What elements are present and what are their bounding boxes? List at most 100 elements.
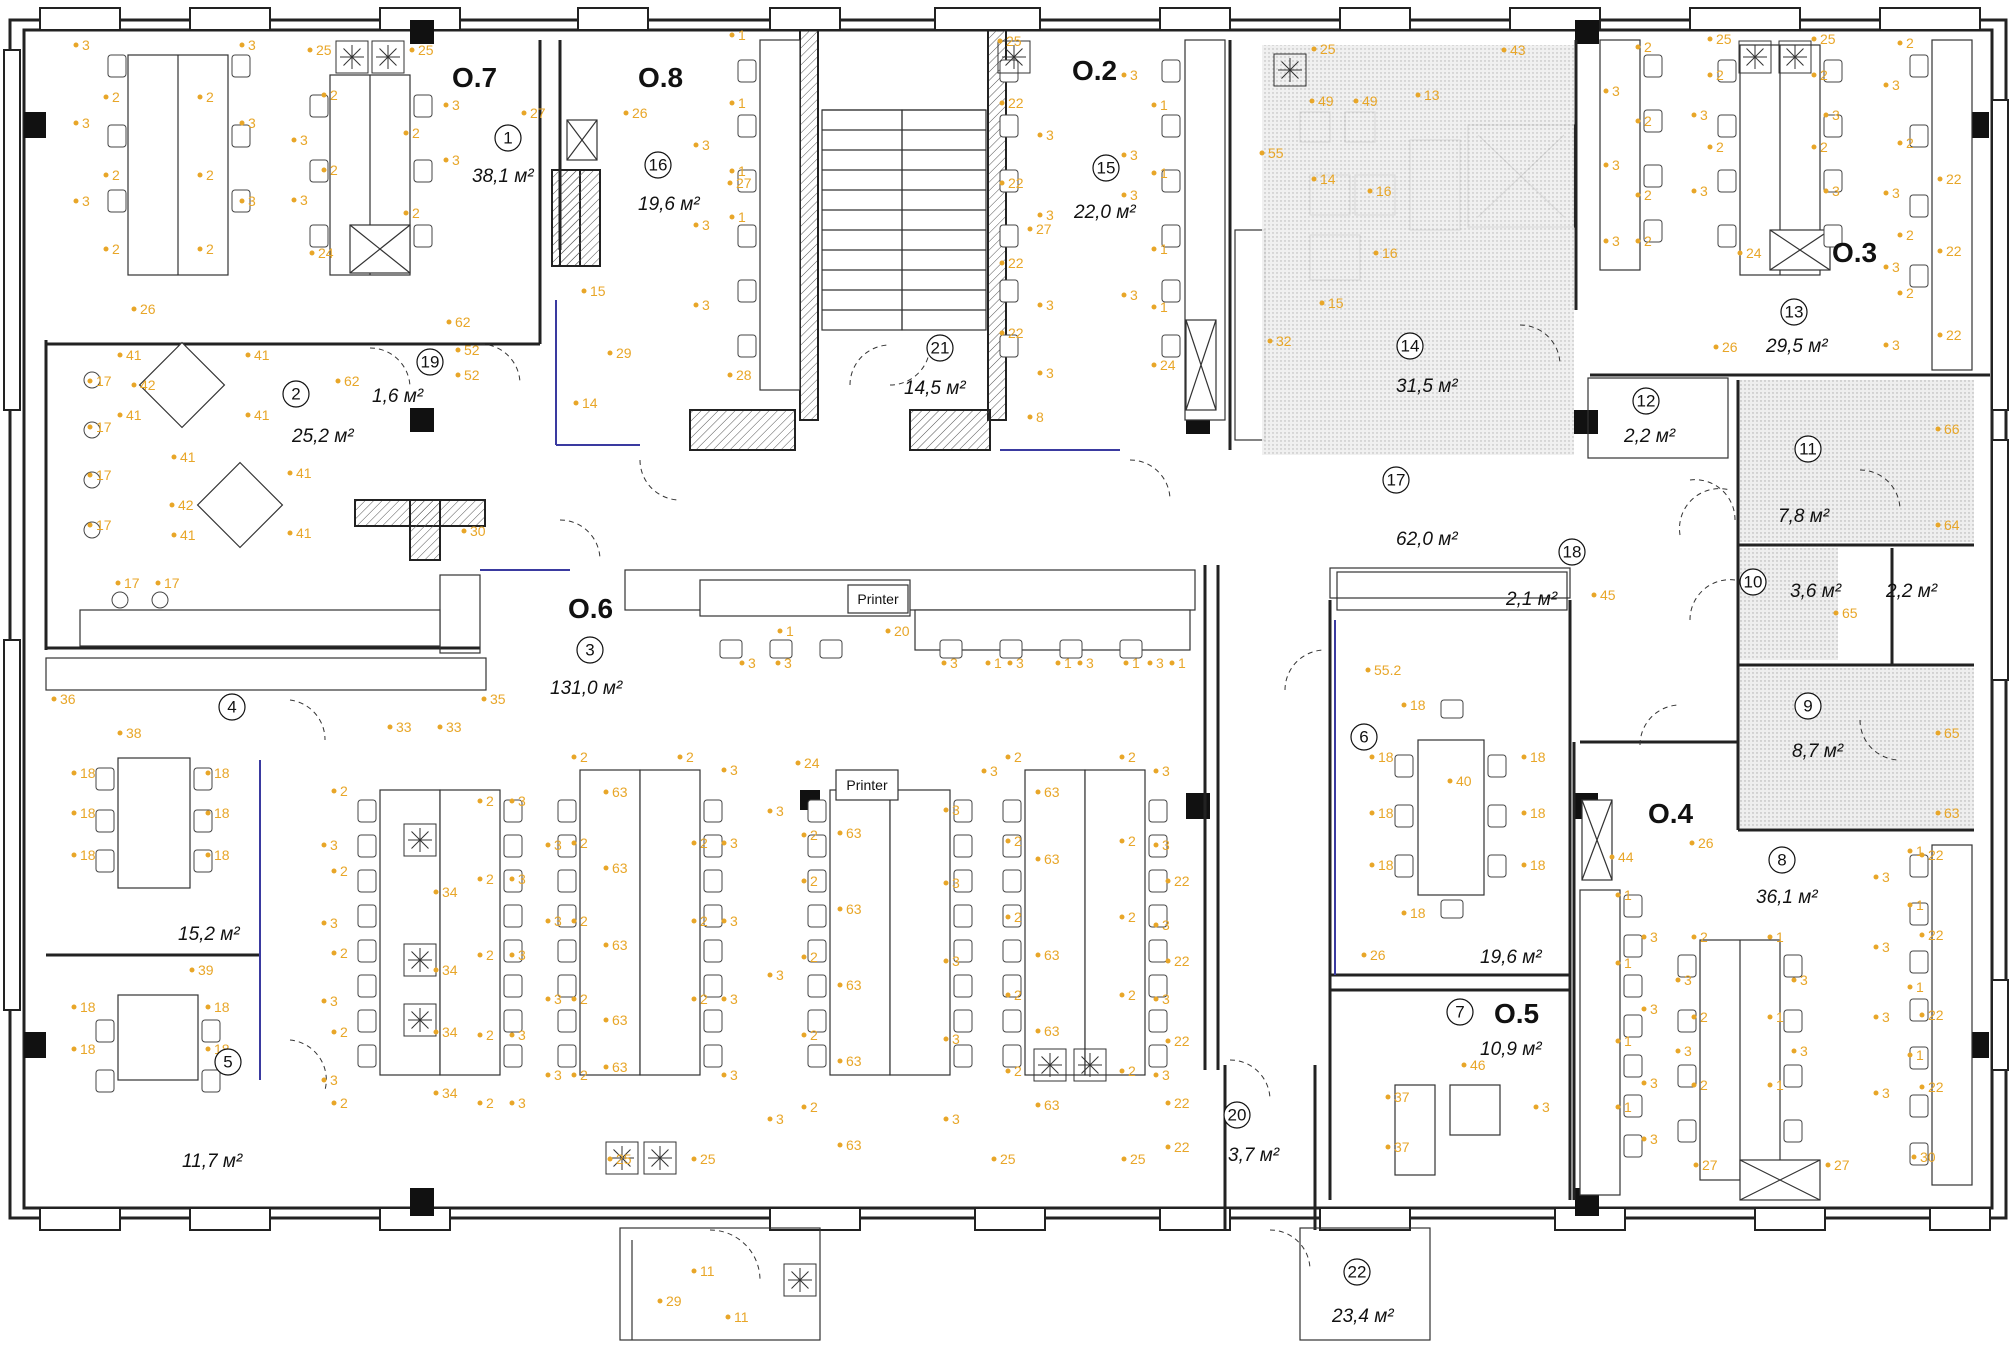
svg-text:26: 26 bbox=[1698, 835, 1714, 851]
svg-text:13: 13 bbox=[1785, 303, 1804, 322]
svg-text:22: 22 bbox=[1174, 1139, 1190, 1155]
svg-text:14: 14 bbox=[1320, 171, 1336, 187]
svg-text:24: 24 bbox=[318, 245, 334, 261]
chair bbox=[107, 189, 127, 213]
svg-text:30: 30 bbox=[470, 523, 486, 539]
chair bbox=[95, 1069, 115, 1093]
svg-text:3: 3 bbox=[300, 192, 308, 208]
svg-text:18: 18 bbox=[214, 805, 230, 821]
chair bbox=[807, 869, 827, 893]
chair bbox=[703, 834, 723, 858]
plant-icon bbox=[1273, 53, 1307, 87]
svg-text:1: 1 bbox=[1916, 1047, 1924, 1063]
svg-text:41: 41 bbox=[254, 347, 270, 363]
svg-text:1: 1 bbox=[1776, 1009, 1784, 1025]
svg-text:21: 21 bbox=[931, 339, 950, 358]
svg-text:34: 34 bbox=[442, 884, 458, 900]
chair bbox=[1148, 939, 1168, 963]
chair bbox=[1643, 54, 1663, 78]
chair bbox=[357, 1009, 377, 1033]
svg-text:3: 3 bbox=[1892, 337, 1900, 353]
chair bbox=[309, 224, 329, 248]
svg-text:18: 18 bbox=[80, 847, 96, 863]
svg-text:44: 44 bbox=[1618, 849, 1634, 865]
chair bbox=[1623, 1054, 1643, 1078]
svg-text:8: 8 bbox=[1777, 851, 1786, 870]
svg-text:3: 3 bbox=[518, 871, 526, 887]
room-area: 7,8 м² bbox=[1778, 506, 1830, 527]
svg-text:25: 25 bbox=[616, 1151, 632, 1167]
svg-text:3: 3 bbox=[248, 115, 256, 131]
chair bbox=[1717, 114, 1737, 138]
svg-text:26: 26 bbox=[140, 301, 156, 317]
svg-text:1: 1 bbox=[738, 163, 746, 179]
svg-text:63: 63 bbox=[1044, 1097, 1060, 1113]
svg-text:3: 3 bbox=[300, 132, 308, 148]
svg-text:33: 33 bbox=[446, 719, 462, 735]
svg-text:9: 9 bbox=[1803, 697, 1812, 716]
svg-text:3: 3 bbox=[1650, 1001, 1658, 1017]
svg-text:15: 15 bbox=[1097, 159, 1116, 178]
chair bbox=[1717, 224, 1737, 248]
chair bbox=[953, 939, 973, 963]
svg-text:41: 41 bbox=[180, 449, 196, 465]
svg-text:3: 3 bbox=[452, 152, 460, 168]
chair bbox=[737, 169, 757, 193]
printer-label: Printer bbox=[857, 591, 899, 607]
svg-text:3: 3 bbox=[1684, 1043, 1692, 1059]
svg-text:19: 19 bbox=[421, 353, 440, 372]
svg-text:3: 3 bbox=[585, 641, 594, 660]
svg-text:34: 34 bbox=[442, 1085, 458, 1101]
svg-text:42: 42 bbox=[140, 377, 156, 393]
svg-text:25: 25 bbox=[316, 42, 332, 58]
chair bbox=[201, 1019, 221, 1043]
svg-text:28: 28 bbox=[736, 367, 752, 383]
svg-text:3: 3 bbox=[1892, 77, 1900, 93]
chair bbox=[953, 904, 973, 928]
svg-text:55.2: 55.2 bbox=[1374, 662, 1401, 678]
chair bbox=[807, 904, 827, 928]
zone-label: O.3 bbox=[1832, 237, 1877, 268]
chair bbox=[1161, 169, 1181, 193]
svg-text:26: 26 bbox=[632, 105, 648, 121]
room-area: 19,6 м² bbox=[638, 194, 700, 215]
svg-text:16: 16 bbox=[1382, 245, 1398, 261]
svg-text:2: 2 bbox=[340, 1024, 348, 1040]
svg-text:63: 63 bbox=[846, 1053, 862, 1069]
svg-text:3: 3 bbox=[1650, 929, 1658, 945]
svg-text:3: 3 bbox=[1162, 917, 1170, 933]
chair bbox=[1161, 279, 1181, 303]
svg-text:2: 2 bbox=[1906, 285, 1914, 301]
svg-text:3: 3 bbox=[1016, 655, 1024, 671]
svg-text:3: 3 bbox=[1882, 1009, 1890, 1025]
chair bbox=[703, 974, 723, 998]
room-area: 131,0 м² bbox=[550, 678, 623, 699]
svg-text:3: 3 bbox=[702, 297, 710, 313]
chair bbox=[1643, 164, 1663, 188]
svg-text:2: 2 bbox=[412, 205, 420, 221]
svg-text:1: 1 bbox=[1064, 655, 1072, 671]
svg-text:3: 3 bbox=[1684, 972, 1692, 988]
room-area: 62,0 м² bbox=[1396, 529, 1458, 550]
chair bbox=[357, 904, 377, 928]
svg-text:52: 52 bbox=[464, 367, 480, 383]
svg-text:27: 27 bbox=[736, 175, 752, 191]
plant-icon bbox=[371, 40, 405, 74]
chair bbox=[953, 869, 973, 893]
svg-text:2: 2 bbox=[486, 947, 494, 963]
svg-text:3: 3 bbox=[554, 913, 562, 929]
chair bbox=[1002, 869, 1022, 893]
svg-text:63: 63 bbox=[612, 784, 628, 800]
svg-text:41: 41 bbox=[254, 407, 270, 423]
chair bbox=[557, 904, 577, 928]
chair bbox=[807, 799, 827, 823]
chair bbox=[703, 1044, 723, 1068]
chair bbox=[503, 904, 523, 928]
svg-text:18: 18 bbox=[1378, 805, 1394, 821]
svg-text:3: 3 bbox=[330, 915, 338, 931]
room-area: 10,9 м² bbox=[1480, 1039, 1542, 1060]
svg-text:37: 37 bbox=[1394, 1139, 1410, 1155]
room-number: 3 bbox=[576, 636, 604, 664]
